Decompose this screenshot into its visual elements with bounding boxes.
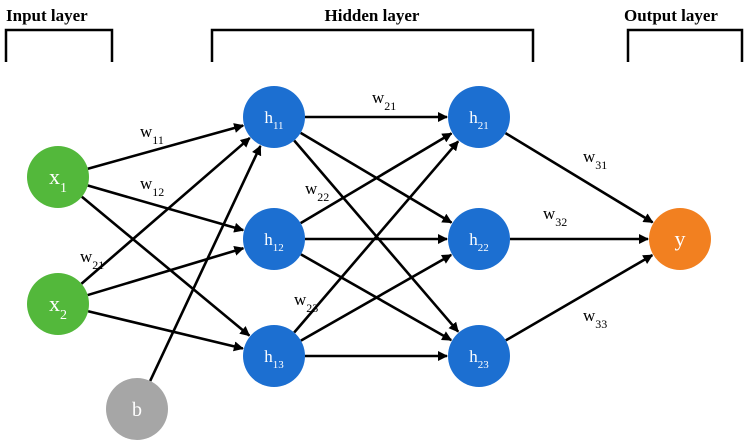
node-h12: h12 [243, 208, 305, 270]
node-h23-base: h [469, 347, 478, 366]
input-layer-bracket [4, 28, 114, 62]
node-h22-sub: 22 [478, 242, 489, 254]
node-h13-sub: 13 [273, 359, 285, 371]
hidden-layer-bracket [210, 28, 535, 62]
weight-w11-sub: 11 [152, 133, 164, 147]
edge-h12-h21 [299, 132, 453, 225]
edge-h21-y [504, 131, 654, 224]
node-h11-label: h11 [264, 108, 283, 132]
node-h22: h22 [448, 208, 510, 270]
edge-h23-y [505, 253, 654, 342]
weight-w21-hidden-sub: 21 [384, 99, 396, 113]
node-bias: b [106, 378, 168, 440]
output-layer-label: Output layer [624, 6, 718, 25]
node-h11-base: h [264, 108, 273, 127]
weight-w23-base: w [294, 290, 307, 309]
node-x2: x2 [27, 273, 89, 335]
node-h13: h13 [243, 325, 305, 387]
weight-w23-label: w23 [294, 290, 318, 315]
node-h22-circle [448, 208, 510, 270]
node-h21: h21 [448, 86, 510, 148]
node-h13-label: h13 [264, 347, 284, 371]
weight-w22-sub: 22 [317, 190, 329, 204]
weight-w12-sub: 12 [152, 185, 164, 199]
weight-w31-label: w31 [583, 147, 607, 172]
edge-h13-h22 [300, 253, 453, 342]
weight-w23-sub: 23 [306, 301, 318, 315]
node-h12-circle [243, 208, 305, 270]
edge-x2-h13 [87, 309, 244, 352]
node-x2-label: x2 [49, 291, 67, 323]
weight-w22-base: w [305, 179, 318, 198]
node-h11-sub: 11 [273, 120, 284, 132]
weight-w21-hidden-label: w21 [372, 88, 396, 113]
node-h21-sub: 21 [478, 120, 489, 132]
node-x1-base: x [49, 164, 60, 189]
weight-w32-label: w32 [543, 204, 567, 229]
weight-w21-input-label: w21 [80, 247, 104, 272]
node-h12-sub: 12 [273, 242, 284, 254]
edge-h13-h21 [293, 140, 460, 334]
weight-w12-base: w [140, 174, 153, 193]
edge-x2-h11 [80, 136, 251, 285]
weight-w21-input-sub: 21 [92, 258, 104, 272]
weight-w31-sub: 31 [595, 158, 607, 172]
node-h23-circle [448, 325, 510, 387]
node-h13-base: h [264, 347, 273, 366]
weight-w32-base: w [543, 204, 556, 223]
node-h21-label: h21 [469, 108, 489, 132]
node-x1-label: x1 [49, 164, 67, 196]
weight-w33-base: w [583, 306, 596, 325]
node-y-label: y [675, 226, 686, 251]
node-h23-label: h23 [469, 347, 489, 371]
node-h21-base: h [469, 108, 478, 127]
edge-b-h11 [148, 145, 262, 382]
node-x1-circle [27, 146, 89, 208]
node-h11-circle [243, 86, 305, 148]
edge-x1-h13 [81, 195, 251, 337]
edge-x1-h11 [87, 123, 245, 170]
node-y: y [649, 208, 711, 270]
hidden-layer-label: Hidden layer [325, 6, 420, 25]
weight-w22-label: w22 [305, 179, 329, 204]
node-h12-base: h [264, 230, 273, 249]
node-h12-label: h12 [264, 230, 284, 254]
node-x2-circle [27, 273, 89, 335]
node-h22-label: h22 [469, 230, 489, 254]
node-h23: h23 [448, 325, 510, 387]
weight-w11-label: w11 [140, 122, 164, 147]
connection-edges [80, 112, 654, 382]
weight-w12-label: w12 [140, 174, 164, 199]
edge-x2-h12 [87, 246, 245, 297]
node-h13-circle [243, 325, 305, 387]
input-layer-label: Input layer [6, 6, 88, 25]
weight-w21-hidden-base: w [372, 88, 385, 107]
node-h11: h11 [243, 86, 305, 148]
node-bias-circle [106, 378, 168, 440]
node-h22-base: h [469, 230, 478, 249]
node-x2-sub: 2 [60, 308, 67, 323]
node-x1: x1 [27, 146, 89, 208]
output-layer-bracket [626, 28, 744, 62]
edge-x1-h12 [87, 184, 245, 233]
node-bias-label: b [132, 399, 142, 421]
weight-w11-base: w [140, 122, 153, 141]
node-y-circle [649, 208, 711, 270]
weight-w31-base: w [583, 147, 596, 166]
weight-w21-input-base: w [80, 247, 93, 266]
node-h23-sub: 23 [478, 359, 490, 371]
weight-w33-sub: 33 [595, 317, 607, 331]
node-x1-sub: 1 [60, 181, 67, 196]
weight-w32-sub: 32 [555, 215, 567, 229]
weight-w33-label: w33 [583, 306, 607, 331]
node-h21-circle [448, 86, 510, 148]
node-x2-base: x [49, 291, 60, 316]
